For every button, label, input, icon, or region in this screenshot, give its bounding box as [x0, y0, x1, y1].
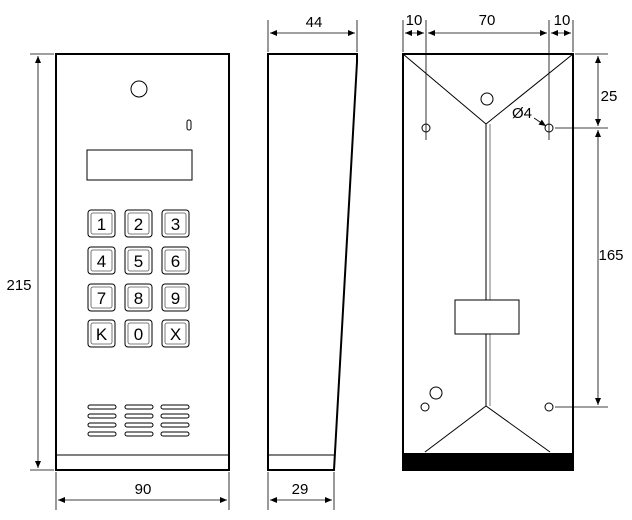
speaker-grille — [87, 404, 190, 437]
hole-diameter-label: Ø4 — [512, 105, 532, 122]
back-view: 10 70 10 25 165 Ø4 — [402, 12, 624, 471]
side-bottom-depth-label: 29 — [292, 481, 309, 498]
back-width-dimensions: 10 70 10 — [402, 12, 574, 140]
keypad-key-7[interactable]: 7 — [87, 283, 116, 312]
keypad-key-label: 6 — [171, 252, 180, 271]
keypad-key-2[interactable]: 2 — [124, 209, 153, 238]
keypad-key-1[interactable]: 1 — [87, 209, 116, 238]
front-height-dimension: 215 — [2, 53, 54, 471]
keypad-key-9[interactable]: 9 — [161, 283, 190, 312]
back-hole-spacing-label: 165 — [598, 247, 623, 264]
led-indicator — [186, 119, 192, 131]
keypad-key-8[interactable]: 8 — [124, 283, 153, 312]
keypad-key-label: 4 — [97, 252, 106, 271]
camera-lens-icon — [130, 80, 148, 98]
side-top-depth-label: 44 — [306, 14, 323, 31]
keypad-key-0[interactable]: 0 — [124, 319, 153, 348]
side-bottom-depth-dimension: 29 — [267, 472, 335, 510]
back-bottom-band — [403, 453, 573, 470]
side-profile-outline — [267, 53, 358, 471]
front-width-dimension: 90 — [55, 472, 230, 510]
speaker-slots-left — [87, 404, 117, 437]
speaker-slots-right — [160, 404, 190, 437]
keypad-key-label: 9 — [171, 289, 180, 308]
keypad-key-label: 5 — [134, 252, 143, 271]
side-view: 44 29 — [267, 14, 358, 510]
cable-entry-slot — [454, 299, 520, 335]
keypad-key-5[interactable]: 5 — [124, 246, 153, 275]
back-right-margin-label: 10 — [554, 12, 571, 29]
back-top-offset-label: 25 — [601, 88, 618, 105]
front-height-label: 215 — [6, 277, 31, 294]
back-bottom-left-hole-large — [429, 386, 443, 400]
keypad-key-4[interactable]: 4 — [87, 246, 116, 275]
keypad-key-3[interactable]: 3 — [161, 209, 190, 238]
hole-diameter-callout: Ø4 — [512, 105, 547, 127]
back-height-dimensions: 25 165 — [555, 53, 624, 408]
side-top-depth-dimension: 44 — [267, 14, 358, 52]
back-top-rib — [402, 53, 574, 125]
front-panel-outline — [55, 53, 230, 471]
keypad-key-label: 8 — [134, 289, 143, 308]
front-width-label: 90 — [135, 481, 152, 498]
back-center-span-label: 70 — [479, 12, 496, 29]
keypad-key-label: 1 — [97, 215, 106, 234]
back-bottom-rib — [424, 405, 551, 453]
keypad-key-label: 7 — [97, 289, 106, 308]
keypad-key-label: 0 — [134, 325, 143, 344]
keypad-key-x[interactable]: X — [161, 319, 190, 348]
back-bottom-left-hole-small — [420, 402, 430, 412]
display-window — [86, 149, 193, 181]
mounting-hole-bottom-right — [544, 402, 554, 412]
keypad-key-k[interactable]: K — [87, 319, 116, 348]
keypad-key-label: 2 — [134, 215, 143, 234]
keypad-key-label: K — [96, 325, 108, 344]
speaker-slots-middle — [124, 404, 154, 437]
back-left-margin-label: 10 — [406, 12, 423, 29]
back-top-center-hole — [480, 92, 494, 106]
front-view: 1 2 3 4 5 6 7 8 9K 0 X — [2, 53, 230, 510]
keypad-key-label: X — [170, 325, 181, 344]
keypad-key-6[interactable]: 6 — [161, 246, 190, 275]
keypad-key-label: 3 — [171, 215, 180, 234]
keypad: 1 2 3 4 5 6 7 8 9K 0 X — [87, 209, 190, 348]
